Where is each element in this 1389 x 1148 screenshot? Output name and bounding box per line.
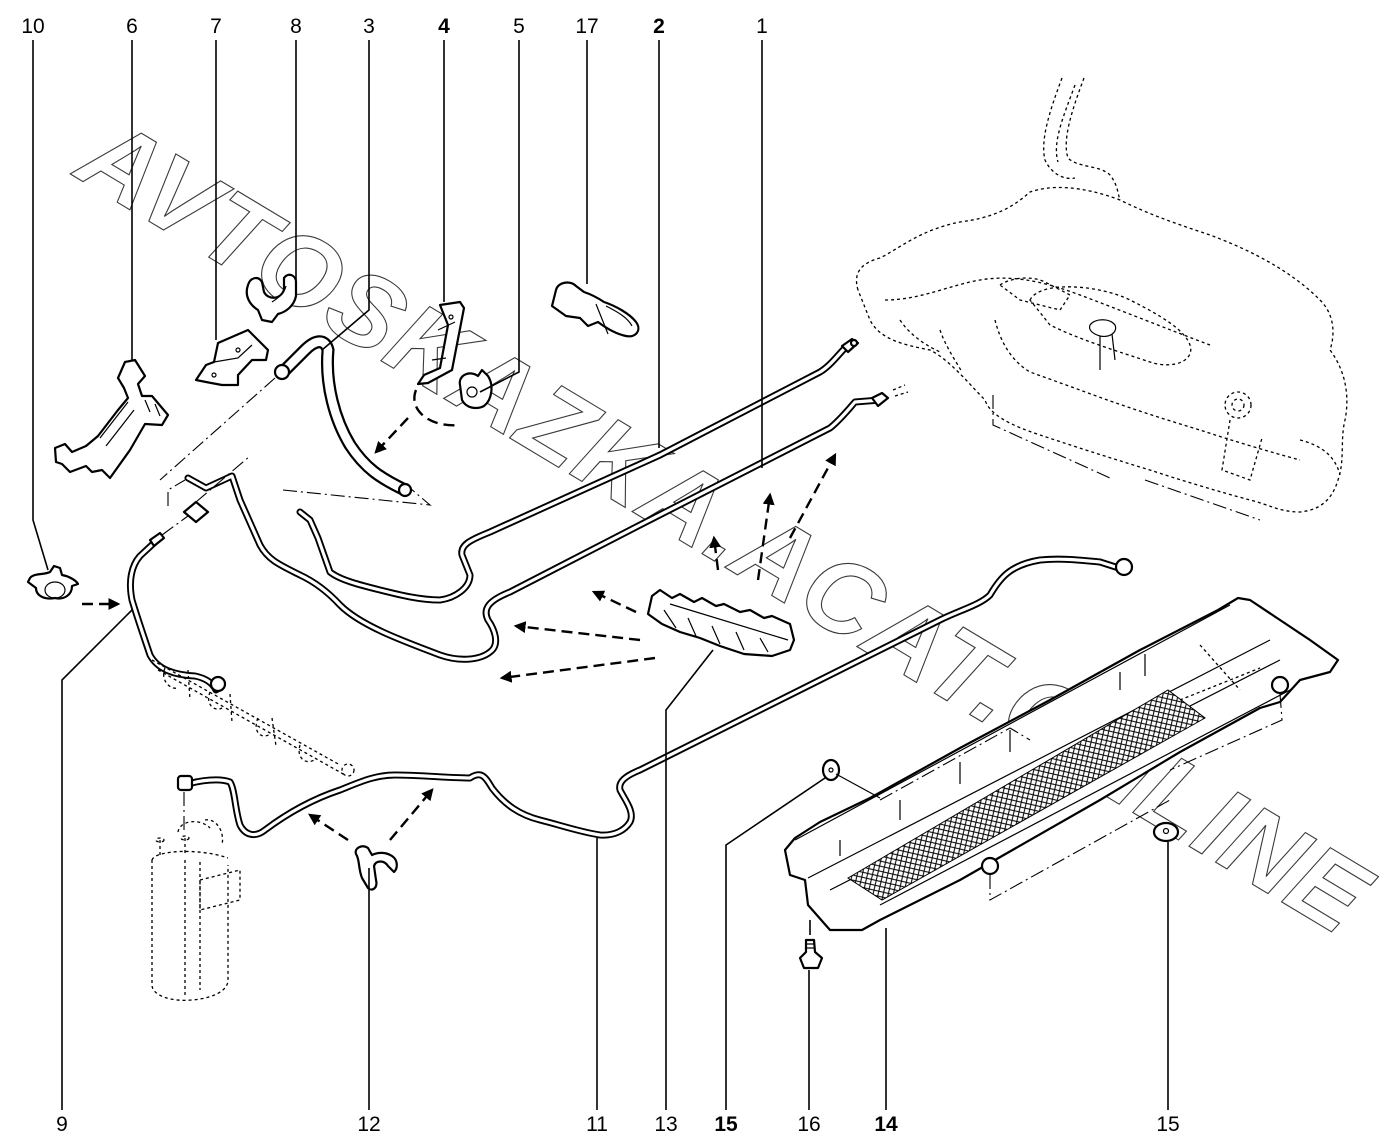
fuel-tank-ghost <box>855 77 1348 521</box>
leader-3 <box>321 40 370 351</box>
callout-label: 4 <box>438 15 450 38</box>
callout-label: 15 <box>714 1113 738 1136</box>
callouts-top: 10 6 7 8 3 4 5 17 2 1 <box>21 15 768 38</box>
callout-label: 15 <box>1156 1113 1179 1136</box>
clip-17 <box>550 281 640 338</box>
callout-label: 10 <box>21 15 44 38</box>
callout-label: 6 <box>126 15 138 38</box>
evap-canister <box>151 792 241 1001</box>
callout-label: 16 <box>797 1113 820 1136</box>
callout-label: 9 <box>56 1113 68 1136</box>
bracket-7 <box>194 328 270 387</box>
leader-5 <box>479 40 520 393</box>
assembly-arrows <box>709 452 837 581</box>
clip-block-13 <box>499 588 796 683</box>
clip-10 <box>26 564 121 610</box>
callout-label: 13 <box>654 1113 677 1136</box>
leader-10 <box>32 40 49 571</box>
callout-label: 12 <box>357 1113 380 1136</box>
callout-label: 2 <box>653 15 665 38</box>
leader-13 <box>665 649 714 1110</box>
clip-12 <box>307 788 434 891</box>
fuel-pipe-2 <box>296 337 860 604</box>
watermark: AVTOSKAZKA.ACAT.ONLINE <box>57 93 1389 958</box>
callout-label: 7 <box>210 15 222 38</box>
callout-label: 17 <box>575 15 598 38</box>
leader-lines <box>32 40 1169 1110</box>
callout-label: 11 <box>586 1113 608 1136</box>
leader-9 <box>61 609 133 1110</box>
watermark-text: AVTOSKAZKA.ACAT.ONLINE <box>58 94 1389 958</box>
clip-8 <box>245 273 298 324</box>
callouts-bottom: 9 12 11 13 15 16 14 15 <box>56 1113 1180 1136</box>
clip-5 <box>458 368 493 410</box>
callout-label: 8 <box>290 15 302 38</box>
leader-15a <box>725 777 826 1110</box>
injector-rail-ghost <box>151 659 355 777</box>
bolt-16 <box>798 920 824 970</box>
callout-label: 1 <box>756 15 768 38</box>
heat-shield-14 <box>783 596 1340 932</box>
nut-15-right <box>1152 821 1180 843</box>
bracket-4 <box>374 300 466 454</box>
fuel-pipe-1 <box>182 384 909 663</box>
callout-label: 3 <box>363 15 375 38</box>
vapour-pipe-11 <box>176 555 1134 839</box>
nut-15-left <box>821 758 881 799</box>
callout-label: 14 <box>874 1113 898 1136</box>
bracket-6 <box>53 358 170 480</box>
flexible-hose-3 <box>159 335 432 506</box>
callout-label: 5 <box>513 15 525 38</box>
front-pipe-9 <box>126 479 227 694</box>
